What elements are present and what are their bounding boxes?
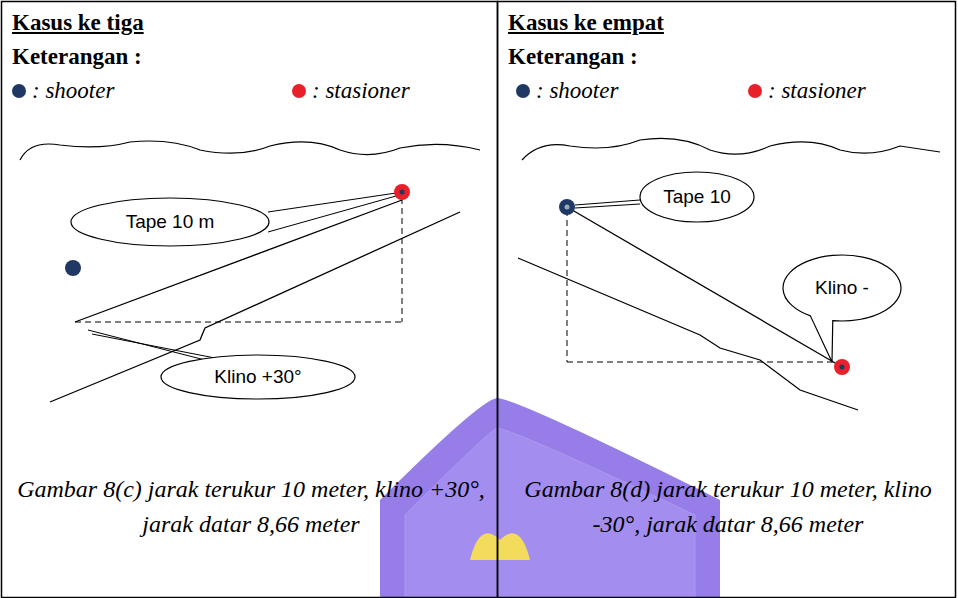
legend-heading: Keterangan : [12,40,312,73]
callout-ellipse: Klino +30° [160,354,356,400]
watermark-sun [470,533,530,560]
figure-caption: Gambar 8(d) jarak terukur 10 meter, klin… [518,472,938,542]
shooter-point [559,199,575,215]
vertical-distance [402,198,403,322]
case-heading: Kasus ke tiga [12,6,312,39]
callout-label: Tape 10 [663,186,731,208]
point-center [400,190,405,195]
speech-bubble [783,255,901,362]
legend-label: : stasioner [312,78,410,104]
vertical-distance [567,210,568,362]
stasioner-point [394,184,410,200]
legend-label: : shooter [32,78,114,104]
ellipse-shape [640,172,754,222]
callout-label: Tape 10 m [126,211,215,233]
terrain-line [522,138,940,160]
stasioner-point [834,359,850,375]
panel-border [498,2,956,598]
legend-label: : stasioner [768,78,866,104]
callout-ellipse: Tape 10 [639,171,755,223]
legend-label: : shooter [536,78,618,104]
horizontal-distance [567,362,842,363]
legend-swatch [748,84,762,98]
callout-ellipse: Klino - [782,254,902,322]
figure-caption: Gambar 8(c) jarak terukur 10 meter, klin… [16,472,486,542]
legend-item: : stasioner [748,78,866,104]
terrain-line [20,141,480,160]
legend-item: : stasioner [292,78,410,104]
legend-swatch [516,84,530,98]
legend-heading: Keterangan : [508,40,808,73]
legend-item: : shooter [516,78,618,104]
callout-label: Klino - [815,277,869,299]
panel-border [2,2,498,598]
point-center [840,365,845,370]
ellipse-shape [161,355,355,399]
leader-line [575,204,640,208]
leader-line [92,334,215,358]
ellipse-shape [71,198,269,246]
case-heading: Kasus ke empat [508,6,808,39]
shooter-point [65,260,81,276]
horizontal-distance [75,322,402,323]
legend-swatch [12,84,26,98]
leader-line [268,196,396,232]
leader-line [268,193,396,212]
legend-swatch [292,84,306,98]
legend-item: : shooter [12,78,114,104]
callout-label: Klino +30° [214,366,301,388]
point-center [565,205,570,210]
callout-ellipse: Tape 10 m [70,197,270,247]
